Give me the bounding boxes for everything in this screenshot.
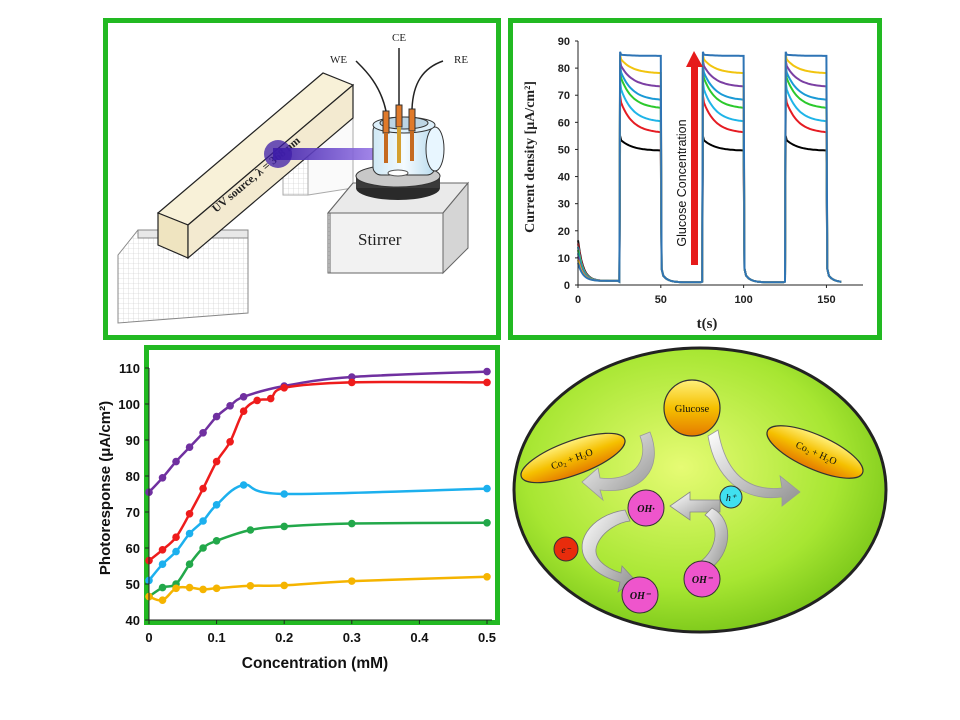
y-tick-label: 90 bbox=[558, 36, 570, 48]
y-tick-label: 70 bbox=[558, 90, 570, 102]
glucose-concentration-annotation: Glucose Concentration bbox=[675, 119, 689, 246]
y-tick-label: 50 bbox=[126, 577, 140, 592]
current-density-series-2 bbox=[577, 81, 842, 284]
oh-radical-node: OH· bbox=[627, 489, 665, 527]
y-tick-label: 40 bbox=[126, 613, 140, 628]
oh-minus-bottom-node: OH⁻ bbox=[621, 576, 659, 614]
y-tick-label: 90 bbox=[126, 433, 140, 448]
y-tick-label: 50 bbox=[558, 144, 570, 156]
x-tick-label: 0 bbox=[145, 630, 152, 645]
x-tick-label: 0.2 bbox=[275, 630, 293, 645]
oh-radical-label: OH· bbox=[637, 504, 655, 515]
oh-minus-right-node: OH⁻ bbox=[683, 560, 721, 598]
setup-illustration: UV source, λ = 368 nm Stirrer bbox=[117, 32, 470, 324]
x-tick-label: 0.1 bbox=[208, 630, 226, 645]
stirrer-block: Stirrer bbox=[326, 181, 470, 275]
current-density-series-4 bbox=[577, 65, 842, 284]
oh-minus-bottom-label: OH⁻ bbox=[630, 591, 652, 602]
y-tick-label: 80 bbox=[126, 469, 140, 484]
x-tick-label: 0.3 bbox=[343, 630, 361, 645]
x-tick-label: 150 bbox=[817, 294, 835, 306]
x-tick-label: 100 bbox=[734, 294, 752, 306]
y-tick-label: 30 bbox=[558, 199, 570, 211]
current-density-series-7 bbox=[577, 51, 842, 284]
photoresponse-x-label: Concentration (mM) bbox=[242, 655, 388, 672]
current-density-chart-panel: 0 10 20 30 40 50 60 70 80 90 0 50 100 150 Current den… bbox=[508, 18, 882, 340]
electron-label: e⁻ bbox=[561, 546, 571, 556]
glucose-concentration-arrow bbox=[686, 51, 703, 265]
current-density-chart: 0 10 20 30 40 50 60 70 80 90 0 50 100 150 Current den… bbox=[523, 36, 863, 332]
y-tick-label: 10 bbox=[558, 253, 570, 265]
electron-arrow bbox=[581, 509, 636, 593]
glucose-label: Glucose bbox=[675, 404, 710, 415]
y-tick-label: 110 bbox=[119, 361, 140, 376]
product-left-node: Co₂ + H₂O bbox=[520, 432, 626, 484]
y-tick-label: 40 bbox=[558, 172, 570, 184]
y-tick-label: 60 bbox=[558, 117, 570, 129]
setup-panel: UV source, λ = 368 nm Stirrer bbox=[103, 18, 501, 340]
we-label: WE bbox=[330, 54, 347, 66]
current-density-series-0 bbox=[577, 135, 842, 284]
photoresponse-chart-panel bbox=[144, 345, 500, 625]
y-tick-label: 70 bbox=[126, 505, 140, 520]
x-tick-label: 50 bbox=[655, 294, 667, 306]
current-density-series-1 bbox=[577, 95, 842, 284]
y-tick-label: 100 bbox=[118, 397, 140, 412]
catalyst-sphere bbox=[512, 346, 888, 634]
x-tick-label: 0.4 bbox=[410, 630, 429, 645]
oxidation-arrow-right bbox=[707, 429, 801, 507]
y-tick-label: 0 bbox=[564, 280, 570, 292]
current-density-x-label: t(s) bbox=[697, 316, 718, 332]
y-tick-label: 20 bbox=[558, 226, 570, 238]
x-tick-label: 0 bbox=[575, 294, 581, 306]
current-density-y-label: Current density [μA/cm²] bbox=[523, 81, 538, 233]
oh-minus-right-label: OH⁻ bbox=[692, 575, 714, 586]
electron-node: e⁻ bbox=[553, 536, 579, 562]
product-left-label: Co₂ + H₂O bbox=[550, 447, 595, 472]
glucose-node: Glucose bbox=[663, 379, 721, 437]
hole-to-radical-arrow bbox=[669, 491, 729, 571]
photoresponse-y-label: Photoresponse (μA/cm²) bbox=[97, 401, 114, 575]
x-tick-label: 0.5 bbox=[478, 630, 496, 645]
stirrer-label: Stirrer bbox=[358, 230, 402, 249]
ce-label: CE bbox=[392, 32, 406, 44]
y-tick-label: 80 bbox=[558, 63, 570, 75]
oxidation-arrow-left bbox=[581, 431, 655, 502]
product-right-node: Co₂ + H₂O bbox=[766, 425, 864, 479]
electrodes: WE CE RE bbox=[330, 32, 468, 163]
hole-node: h⁺ bbox=[719, 485, 743, 509]
re-label: RE bbox=[454, 54, 468, 66]
hole-label: h⁺ bbox=[726, 493, 737, 504]
product-right-label: Co₂ + H₂O bbox=[794, 440, 838, 468]
y-tick-label: 60 bbox=[126, 541, 140, 556]
